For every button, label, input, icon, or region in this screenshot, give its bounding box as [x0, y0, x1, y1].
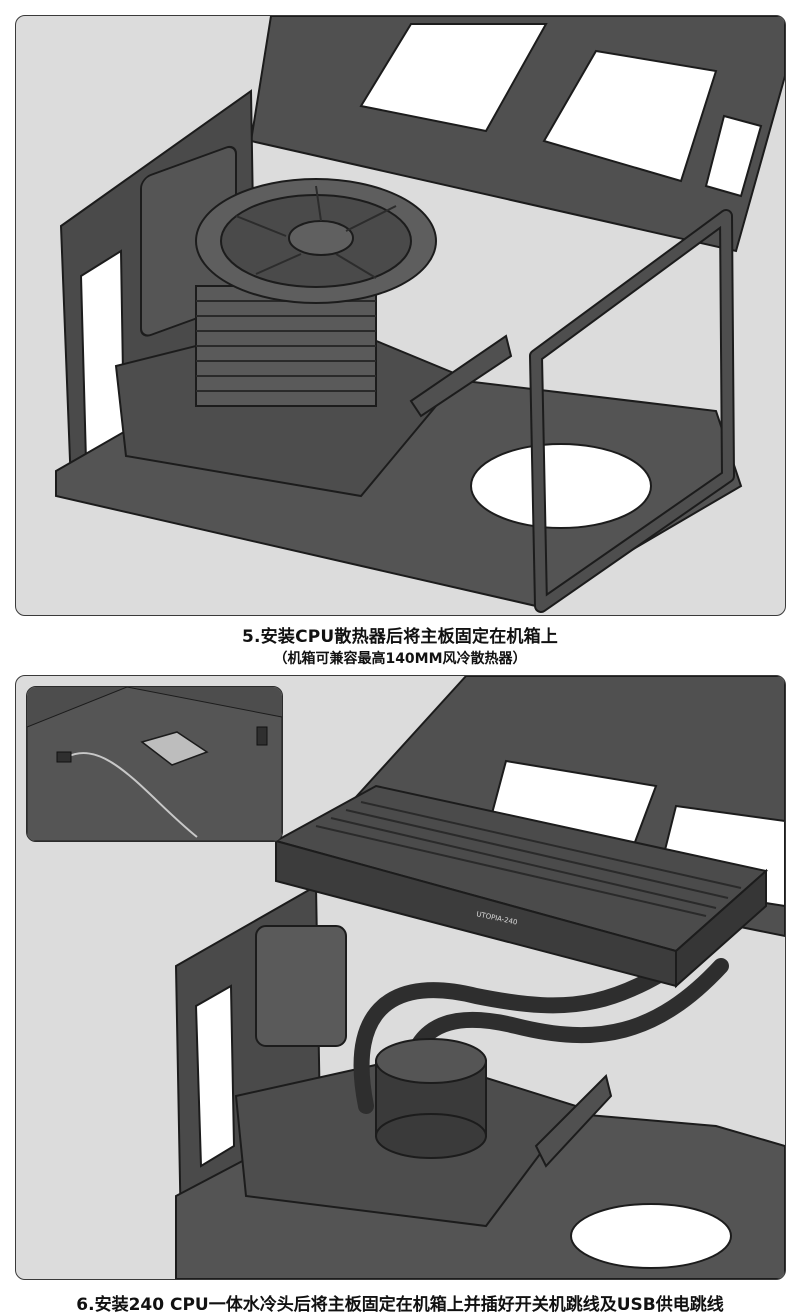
top-panel-cutout-2: [542, 49, 718, 183]
inset-connector-2: [256, 726, 268, 746]
step5-illustration: [15, 15, 786, 616]
pump-icon: [375, 1038, 487, 1159]
step6-caption: 6.安装240 CPU一体水冷头后将主板固定在机箱上并插好开关机跳线及USB供电…: [76, 1295, 724, 1315]
gpu-bracket: [409, 334, 513, 418]
inset-cable: [66, 752, 198, 838]
inset-connector-1: [56, 751, 72, 763]
fan-icon: [255, 925, 347, 1047]
left-frame-window: [194, 984, 236, 1168]
case-right-frame-fill: [531, 211, 733, 611]
gpu-bracket: [534, 1074, 613, 1168]
inset-detail-view: [26, 686, 283, 842]
base-plate-cutout: [470, 443, 652, 529]
air-cooler-case-drawing: [55, 16, 785, 613]
step6-illustration: UTOPIA-240: [15, 675, 786, 1280]
jumper-detail-drawing: [27, 687, 282, 841]
left-frame-window: [79, 249, 126, 463]
step5-subcaption: （机箱可兼容最高140MM风冷散热器）: [273, 651, 527, 667]
inset-board: [27, 687, 282, 841]
radiator-icon: UTOPIA-240: [273, 784, 769, 989]
inset-chip: [140, 731, 209, 766]
step5-caption: 5.安装CPU散热器后将主板固定在机箱上: [241, 627, 559, 647]
cooler-fan-icon: [195, 178, 437, 304]
heatsink-icon: [195, 285, 377, 407]
base-plate-cutout: [570, 1203, 732, 1269]
top-panel-cutout-1: [359, 23, 548, 133]
top-panel-slot: [704, 114, 763, 198]
aio-cooler-case-drawing: UTOPIA-240: [174, 676, 785, 1279]
